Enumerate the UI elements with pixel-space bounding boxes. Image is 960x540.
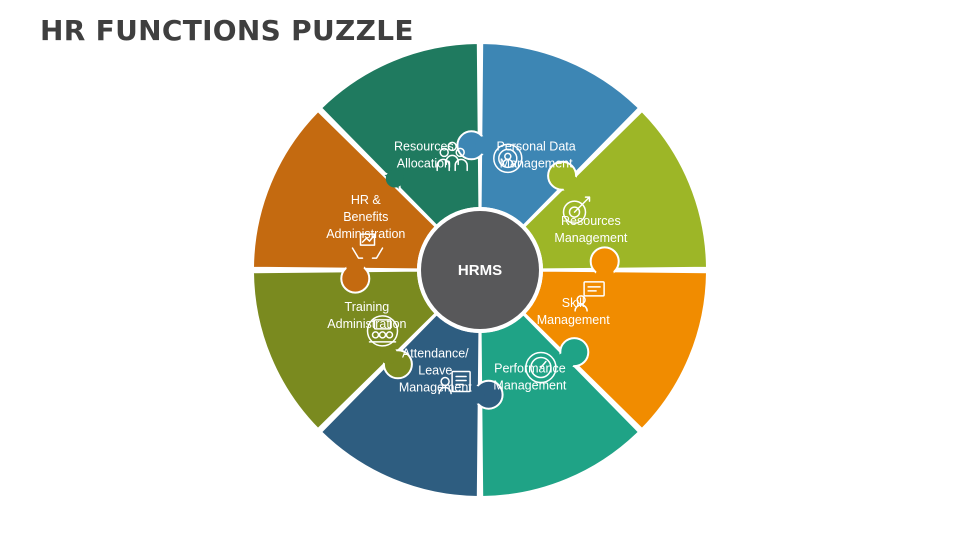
puzzle-tab-neck-skill-management [595, 265, 614, 284]
segment-label-line: Management [493, 378, 566, 392]
segment-label-line: Management [399, 381, 472, 395]
checklist-person-icon [438, 370, 471, 395]
segment-label-line: Skill [562, 296, 585, 310]
puzzle-tab-neck-attendance-leave [466, 385, 485, 404]
segment-label-line: Management [537, 313, 610, 327]
segment-label-line: HR & [351, 193, 382, 207]
presentation-board-icon [574, 281, 605, 312]
team-training-icon [366, 315, 399, 347]
segment-label-line: Personal Data [496, 140, 575, 154]
puzzle-tab-neck-hr-benefits [346, 256, 365, 275]
gear-target-icon [562, 196, 591, 224]
people-money-icon [436, 141, 468, 172]
user-gear-icon [493, 143, 523, 174]
segment-label-line: Administration [327, 317, 406, 331]
page-title: HR FUNCTIONS PUZZLE [40, 14, 414, 47]
segment-label-line: Benefits [343, 210, 388, 224]
segment-label-line: Management [554, 231, 627, 245]
hrms-hub [421, 211, 539, 329]
puzzle-tab-neck-performance-management [556, 352, 575, 371]
segment-label-line: Training [345, 300, 390, 314]
segment-label-line: Leave [418, 364, 452, 378]
puzzle-tab-neck-personal-data [475, 136, 494, 155]
segment-label-line: Attendance/ [402, 347, 469, 361]
segment-label-line: Resources [394, 140, 454, 154]
puzzle-tab-neck-resources-allocation [385, 169, 404, 188]
segment-label-line: Allocation [397, 157, 451, 171]
segment-label-line: Resources [561, 214, 621, 228]
hands-growth-icon [351, 233, 384, 259]
speedometer-gear-icon [525, 351, 557, 384]
puzzle-tab-neck-training-administration [379, 346, 398, 365]
puzzle-tab-neck-resources-management [562, 175, 581, 194]
hub-label: HRMS [458, 262, 502, 279]
segment-label-line: Performance [494, 361, 566, 375]
